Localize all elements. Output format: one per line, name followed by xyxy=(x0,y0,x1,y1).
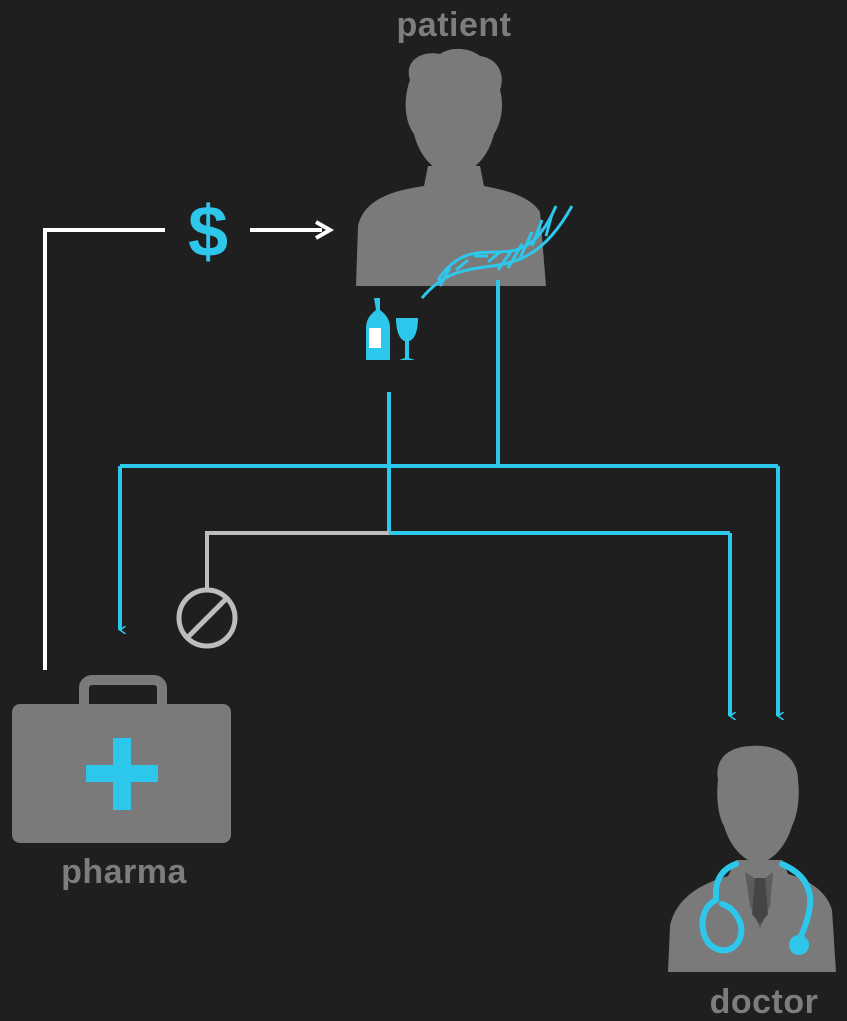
dna-helix-icon xyxy=(420,205,574,299)
blocked-edge xyxy=(205,531,389,588)
doctor-stethoscope-icon xyxy=(668,745,836,972)
medical-cross-vertical xyxy=(113,738,131,810)
medical-kit-icon xyxy=(12,675,231,843)
payment-edge xyxy=(43,220,335,670)
no-entry-icon xyxy=(176,587,238,649)
patient-figure-icon xyxy=(356,48,546,286)
doctor-label: doctor xyxy=(709,983,819,1021)
data-flow-edges xyxy=(118,280,778,716)
patient-label: patient xyxy=(396,6,512,44)
payment-arrowhead xyxy=(315,220,335,240)
pharma-label: pharma xyxy=(61,853,187,891)
wine-bottle-glass-icon xyxy=(366,298,418,360)
dollar-sign-icon: $ xyxy=(188,192,228,272)
